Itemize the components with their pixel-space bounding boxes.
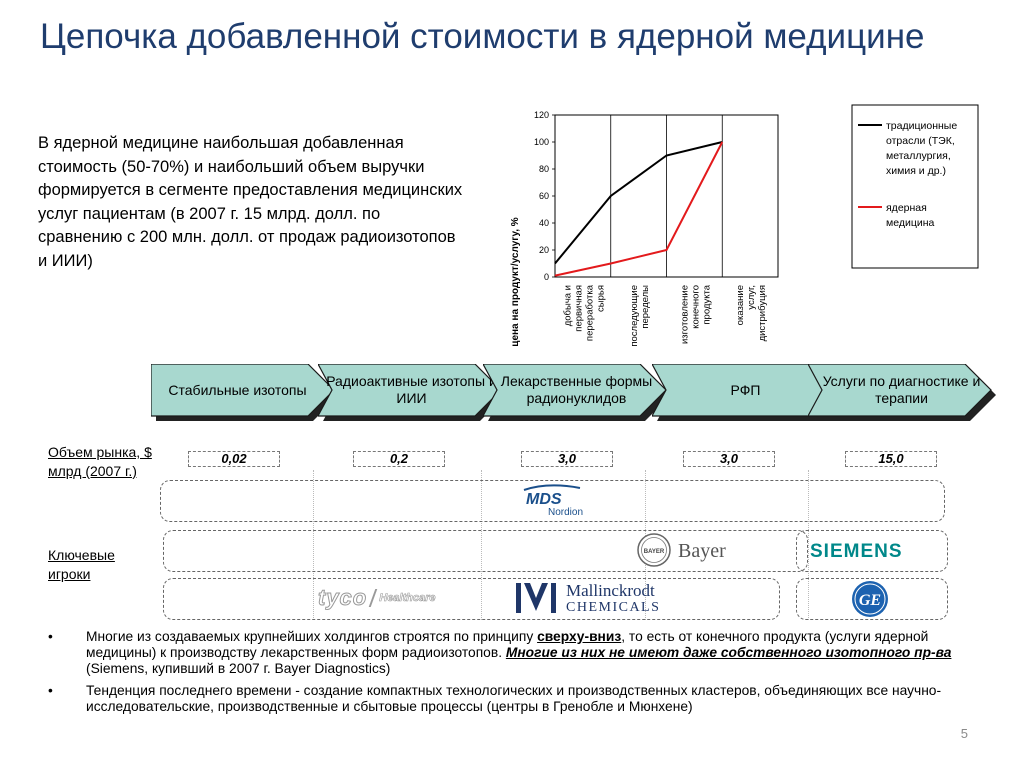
mallinckrodt-sub-text: CHEMICALS [566,599,661,615]
chart-grid [554,114,779,278]
market-value: 0,2 [353,451,445,467]
value-chain-stage-label: Радиоактивные изотопы и ИИИ [326,373,497,406]
ge-text: GE [859,592,881,609]
value-chain-stage: РФП [652,364,841,422]
bullet-icon: • [48,683,53,698]
bayer-text: Bayer [678,540,726,562]
chart-series [554,141,724,277]
siemens-logo: SIEMENS [810,540,940,564]
legend-entry-text: медицина [886,217,934,229]
market-value: 3,0 [521,451,613,467]
players-row-mds [160,480,945,522]
value-chain-stage: Услуги по диагностике и терапии [808,364,997,422]
ge-logo: GE [850,580,894,618]
siemens-text: SIEMENS [810,541,903,562]
legend-entry-text: химия и др.) [886,165,946,177]
legend-entry-text: отрасли (ТЭК, [886,135,955,147]
y-tick-label: 80 [539,164,549,174]
tyco-healthcare-logo: tyco Healthcare [317,584,498,612]
page-title: Цепочка добавленной стоимости в ядерной … [40,17,925,56]
price-chart: 0 20 40 60 80 100 120 цена на продукт/услугу, … [510,104,979,347]
mallinckrodt-logo: Mallinckrodt CHEMICALS [514,580,714,616]
bullet-list: • Многие из создаваемых крупнейших холди… [44,629,974,721]
bayer-cross-text: BAYER [644,549,665,555]
value-chain-stage-label: Услуги по диагностике и терапии [822,373,981,406]
x-category-label-line: конечного [690,285,701,329]
column-divider [808,470,809,620]
value-chain-stage-label: Лекарственные формы радионуклидов [500,373,653,406]
y-tick-label: 120 [534,110,549,120]
x-category-label-line: сырья [595,285,606,312]
series-line-1 [554,141,724,277]
x-category-label-line: дистрибуция [757,285,768,341]
emphasis-top-down: сверху-вниз [537,629,622,644]
mds-nordion-logo: MDS Nordion [518,484,608,518]
market-volume-label: Объем рынка, $ млрд (2007 г.) [48,444,152,479]
emphasis-no-isotope: Многие из них не имеют даже собственного… [505,645,952,660]
value-chain-stage: Лекарственные формы радионуклидов [483,364,672,422]
mallinckrodt-mark-icon [516,583,556,613]
mds-text: MDS [526,491,562,508]
players-row-tyco [163,578,780,620]
x-category-label-line: переработка [584,284,595,341]
legend-entry-text: традиционные [886,120,957,132]
x-category-label-line: добыча и [562,285,573,326]
bayer-logo: BAYER Bayer [636,531,756,569]
mds-sub-text: Nordion [548,507,583,518]
page-number: 5 [960,726,968,741]
market-value: 0,02 [188,451,280,467]
y-tick-label: 20 [539,245,549,255]
y-tick-label: 0 [544,272,549,282]
market-value: 3,0 [683,451,775,467]
value-chain-stage: Радиоактивные изотопы и ИИИ [318,364,507,422]
x-category-label-line: оказание [735,285,746,325]
players-row-siemens [796,530,948,572]
value-chain-stage-label: Стабильные изотопы [168,381,307,398]
key-players-label: Ключевые игроки [48,547,115,582]
chart-legend: традиционные отрасли (ТЭК, металлургия, хим… [851,104,979,269]
legend-entry-text: ядерная [886,202,927,214]
y-tick-label: 60 [539,191,549,201]
intro-text: В ядерной медицине наибольшая добавленна… [38,134,463,270]
players-row-ge [796,578,948,620]
bullet-icon: • [48,629,53,644]
tyco-sub-text: Healthcare [379,592,436,605]
bullet-item: • Многие из создаваемых крупнейших холди… [48,629,952,676]
y-tick-label: 100 [534,137,549,147]
column-divider [481,470,482,620]
mallinckrodt-text: Mallinckrodt [566,580,655,600]
series-line-0 [554,141,723,265]
x-category-label-line: переделы [640,285,651,329]
value-chain-stage: Стабильные изотопы [151,364,340,422]
column-divider [313,470,314,620]
x-category-label-line: последующие [629,285,640,347]
tyco-text: tyco [317,585,368,611]
legend-box [851,104,979,269]
value-chain-stage-label: РФП [730,381,761,398]
chart-y-axis-label: цена на продукт/услугу, % [510,217,521,346]
y-tick-label: 40 [539,218,549,228]
bullet-item: • Тенденция последнего времени - создани… [48,683,942,714]
players-row-bayer [163,530,808,572]
x-category-label-line: продукта [701,284,712,324]
x-category-label-line: услуг, [746,285,757,310]
market-value: 15,0 [845,451,937,467]
x-category-label-line: изготовление [679,285,690,344]
legend-entry-text: металлургия, [886,150,951,162]
x-category-label-line: первичная [573,285,584,332]
chart-y-ticks: 0 20 40 60 80 100 120 [534,110,555,282]
